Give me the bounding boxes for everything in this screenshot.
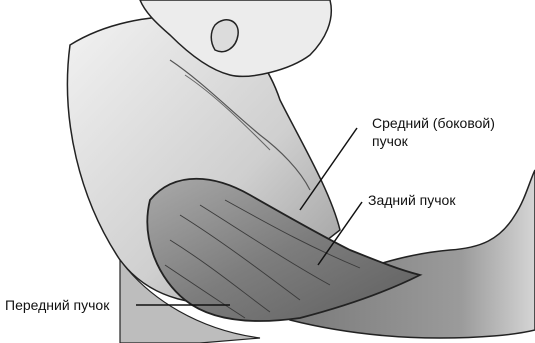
anterior-head-label: Передний пучок (5, 297, 109, 314)
middle-head-label-line2: пучок (372, 133, 408, 150)
middle-head-label-line1: Средний (боковой) (372, 115, 495, 132)
posterior-head-label: Задний пучок (368, 192, 455, 209)
